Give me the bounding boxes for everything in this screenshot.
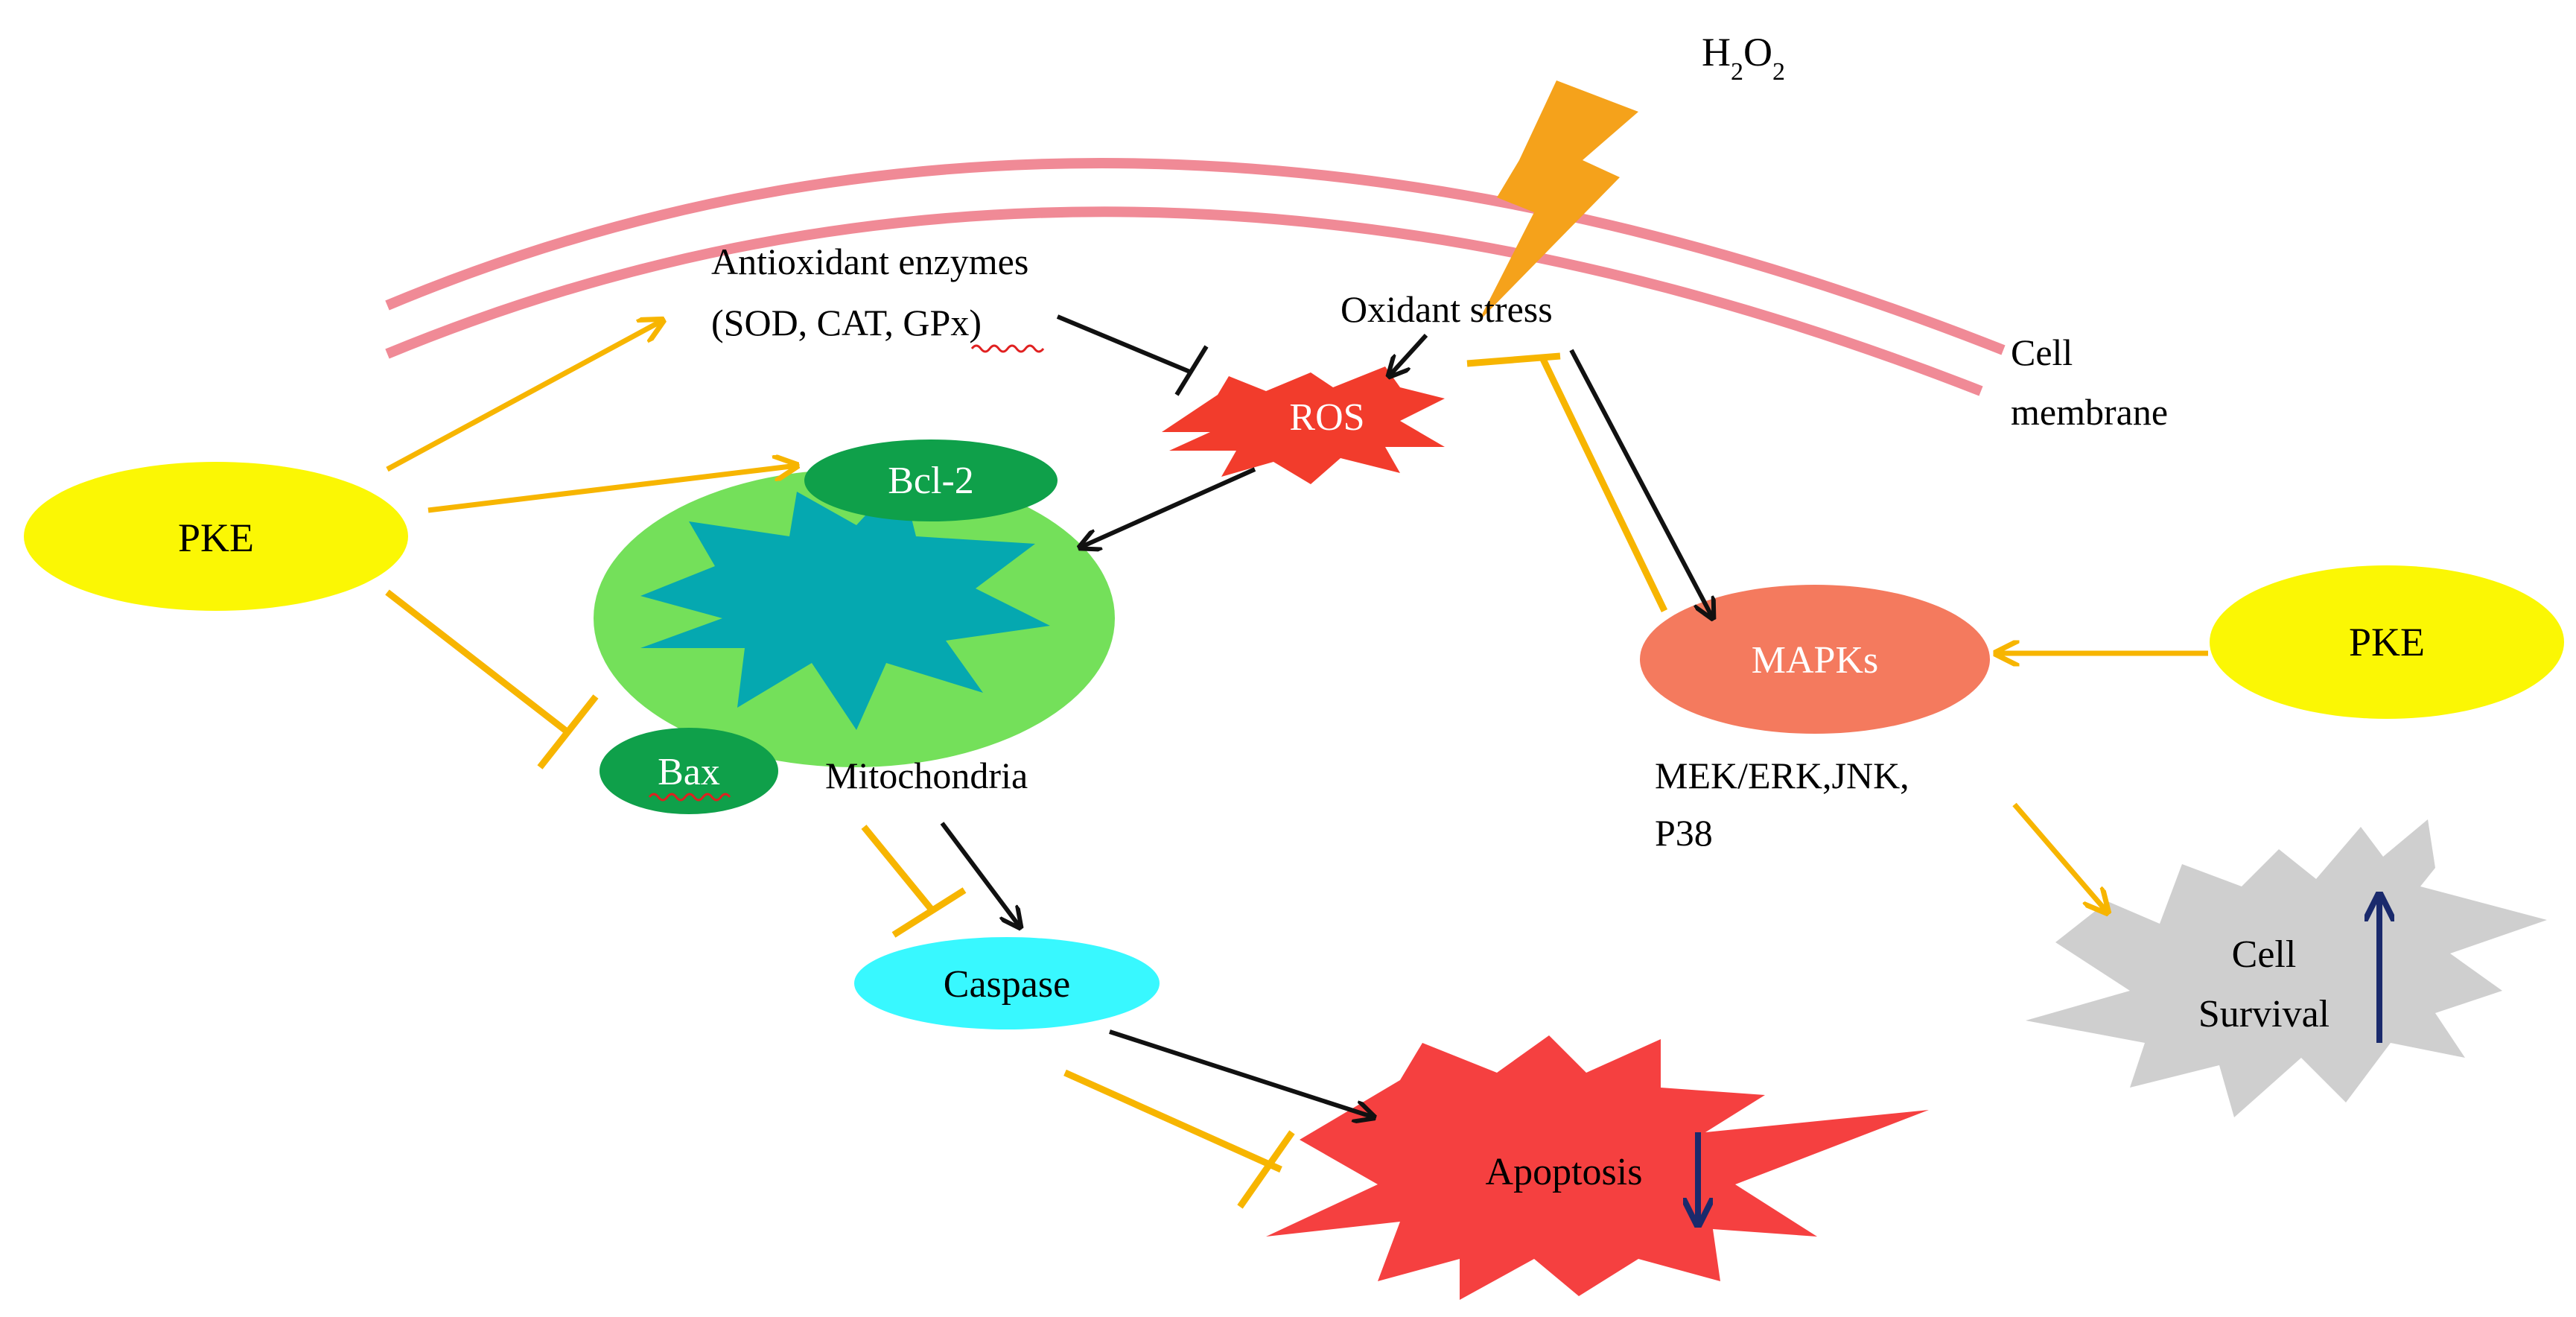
antioxidant-label-line1: Antioxidant enzymes: [711, 241, 1028, 282]
bax-label: Bax: [658, 751, 720, 793]
bcl2-ellipse: [804, 439, 1058, 521]
cell-membrane-label-line2: membrane: [2011, 391, 2168, 433]
pke-bax-inhibit-line: [385, 589, 572, 737]
cell-survival-starburst: [2026, 819, 2547, 1117]
antioxidant-inhibits-ros: [1056, 314, 1209, 396]
caspase-node: Caspase: [854, 937, 1160, 1029]
apoptosis-inhibit-line: [1063, 1069, 1282, 1173]
membrane-outer-arc: [385, 158, 2006, 355]
mitochondria-inhibits-caspase: [861, 825, 967, 938]
pke-right-label: PKE: [2349, 620, 2425, 664]
apoptosis-label: Apoptosis: [1486, 1151, 1643, 1193]
apoptosis-node: Apoptosis: [1266, 1035, 1929, 1300]
cell-survival-node: Cell Survival: [2026, 819, 2547, 1117]
cell-membrane: [385, 158, 2006, 396]
cell-survival-label-line2: Survival: [2198, 993, 2329, 1035]
bax-ellipse: [600, 728, 778, 814]
h2o2-label: H2O2: [1702, 30, 1785, 86]
pke-to-antioxidant-arrow: [386, 320, 663, 472]
mitochondria-node: Mitochondria: [594, 469, 1115, 796]
lightning-bolt-icon: [1478, 80, 1638, 322]
ros-to-mitochondria-arrow: [1080, 467, 1256, 548]
apoptosis-inhibit-bar: [1237, 1130, 1295, 1209]
cell-membrane-label-line1: Cell: [2011, 331, 2073, 373]
antioxidant-ros-inhibit-bar: [1174, 345, 1209, 396]
pke-right-ellipse: [2210, 565, 2564, 719]
antioxidant-ros-inhibit-line: [1056, 314, 1193, 375]
mapks-to-survival-arrow: [2012, 802, 2108, 913]
mitochondria-to-caspase-arrow: [940, 822, 1020, 927]
caspase-ellipse: [854, 937, 1160, 1029]
caspase-label: Caspase: [944, 963, 1070, 1006]
bax-squiggle: [648, 793, 731, 802]
pke-to-bcl2-arrow: [427, 466, 797, 513]
antioxidant-label-line2: (SOD, CAT, GPx): [711, 302, 982, 343]
mapks-oxidant-inhibit-line: [1538, 355, 1668, 612]
oxidant-stress-to-ros-arrow: [1389, 333, 1428, 376]
bcl2-node: Bcl-2: [804, 439, 1058, 521]
gpx-squiggle: [970, 344, 1045, 353]
mapks-label: MAPKs: [1752, 639, 1879, 682]
apoptosis-inhibition: [1063, 1069, 1295, 1209]
apoptosis-starburst: [1266, 1035, 1929, 1300]
mapks-ellipse: [1640, 585, 1990, 734]
mapks-inhibits-oxidant-stress: [1466, 352, 1668, 612]
mapks-oxidant-inhibit-bar: [1466, 352, 1561, 367]
cell-survival-label-line1: Cell: [2232, 933, 2297, 976]
mito-caspase-inhibit-bar: [891, 887, 967, 938]
mapks-node: MAPKs MEK/ERK,JNK, P38: [1640, 585, 1990, 854]
mapk-pathways-line1: MEK/ERK,JNK,: [1655, 755, 1909, 796]
pke-inhibits-bax: [385, 589, 599, 769]
mito-caspase-inhibit-line: [861, 825, 934, 911]
pke-right-node: PKE: [2210, 565, 2564, 719]
mapk-pathways-line2: P38: [1655, 812, 1713, 854]
pke-left-label: PKE: [178, 515, 254, 560]
oxidant-stress-label: Oxidant stress: [1341, 288, 1553, 330]
pke-bax-inhibit-bar: [537, 694, 599, 769]
bax-node: Bax: [600, 728, 778, 814]
ros-label: ROS: [1289, 396, 1364, 439]
oxidant-stress-to-mapks-arrow: [1569, 349, 1713, 618]
mitochondria-label: Mitochondria: [825, 755, 1028, 796]
pke-left-node: PKE: [24, 462, 408, 611]
ros-starburst: [1162, 366, 1445, 484]
mitochondria-inner-starburst: [640, 477, 1050, 730]
membrane-inner-arc: [385, 206, 1983, 396]
ros-node: ROS: [1162, 366, 1445, 484]
bcl2-label: Bcl-2: [888, 460, 974, 502]
pke-left-ellipse: [24, 462, 408, 611]
caspase-to-apoptosis-arrow: [1109, 1029, 1374, 1117]
